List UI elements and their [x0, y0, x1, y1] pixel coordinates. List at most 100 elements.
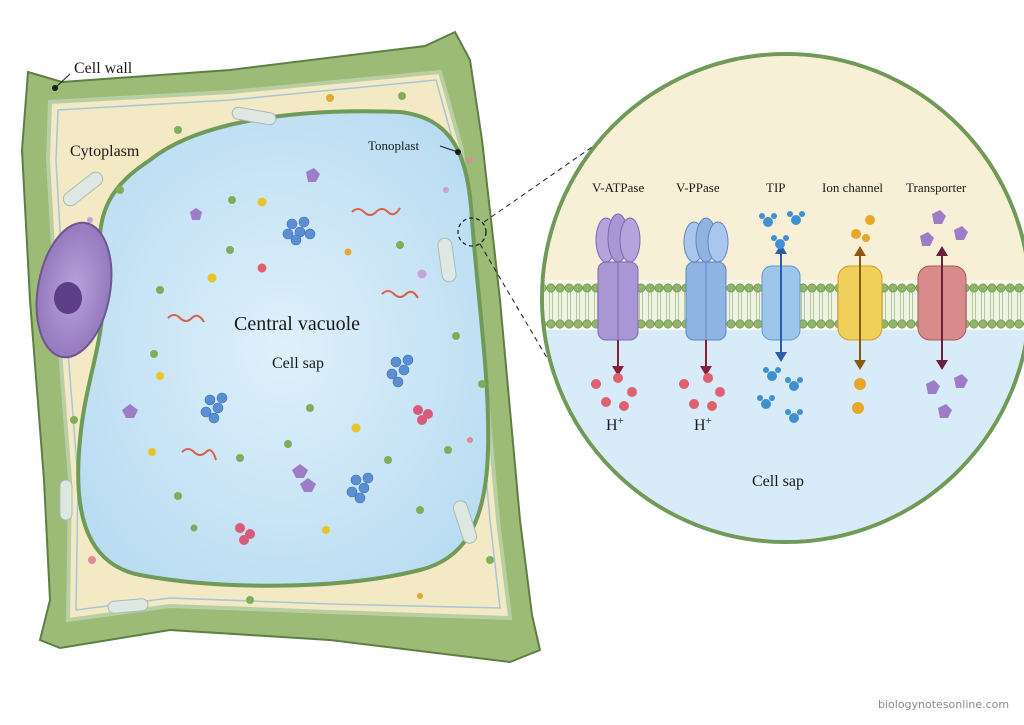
- lipid-head: [663, 319, 673, 329]
- lipid-head: [807, 283, 817, 293]
- lipid-head: [645, 283, 655, 293]
- cytoplasm-label: Cytoplasm: [70, 143, 140, 160]
- lipid-head: [735, 283, 745, 293]
- lipid-tail: [756, 292, 760, 320]
- lipid-tail: [990, 292, 994, 320]
- proton-dots: [591, 373, 725, 411]
- lipid-head: [987, 283, 997, 293]
- lipid-head: [726, 319, 736, 329]
- cell-sap-label: Cell sap: [272, 355, 324, 372]
- lipid-head: [996, 283, 1006, 293]
- lipid-head: [555, 319, 565, 329]
- lipid-head: [753, 319, 763, 329]
- lipid-tail: [576, 292, 580, 320]
- lipid-head: [663, 283, 673, 293]
- lipid-tail: [1017, 292, 1021, 320]
- lipid-tail: [558, 292, 562, 320]
- lipid-head: [546, 283, 556, 293]
- lipid-head: [987, 319, 997, 329]
- lipid-head: [744, 283, 754, 293]
- lipid-head: [816, 283, 826, 293]
- lipid-head: [1014, 283, 1024, 293]
- transporter-protein: [917, 246, 967, 370]
- lipid-head: [888, 319, 898, 329]
- solute-hexagons: [920, 210, 968, 418]
- lipid-head: [672, 283, 682, 293]
- lipid-head: [582, 283, 592, 293]
- lipid-tail: [549, 292, 553, 320]
- lipid-head: [807, 319, 817, 329]
- lipid-tail: [981, 292, 985, 320]
- lipid-tail: [810, 292, 814, 320]
- lipid-head: [672, 319, 682, 329]
- lipid-head: [564, 319, 574, 329]
- watermark: biologynotesonline.com: [878, 698, 1009, 711]
- lipid-head: [735, 319, 745, 329]
- tonoplast-label: Tonoplast: [368, 138, 419, 153]
- lipid-tail: [1008, 292, 1012, 320]
- lipid-head: [1014, 319, 1024, 329]
- lipid-head: [645, 319, 655, 329]
- cytoplasm-organelles: [59, 92, 494, 614]
- protein-label-v-atpase: V-ATPase: [592, 180, 644, 195]
- nucleus-icon: [35, 221, 113, 359]
- lipid-tail: [999, 292, 1003, 320]
- lipid-head: [978, 319, 988, 329]
- lipid-tail: [585, 292, 589, 320]
- water-molecules: [757, 211, 805, 423]
- lipid-tail: [738, 292, 742, 320]
- lipid-head: [825, 283, 835, 293]
- proton-label-v-ppase: H+: [694, 415, 712, 434]
- lipid-head: [969, 283, 979, 293]
- lipid-tail: [729, 292, 733, 320]
- protein-label-ion-channel: Ion channel: [822, 180, 883, 195]
- proton-label-v-atpase: H+: [606, 415, 624, 434]
- lipid-head: [825, 319, 835, 329]
- tip-aquaporin-protein: [761, 244, 801, 362]
- inset-cell-sap-label: Cell sap: [752, 473, 804, 490]
- lipid-head: [744, 319, 754, 329]
- lipid-head: [726, 283, 736, 293]
- v-ppase-protein: [683, 217, 729, 376]
- lipid-head: [582, 319, 592, 329]
- lipid-tail: [891, 292, 895, 320]
- lipid-head: [753, 283, 763, 293]
- lipid-tail: [567, 292, 571, 320]
- lipid-tail: [972, 292, 976, 320]
- lipid-head: [573, 319, 583, 329]
- lipid-head: [906, 319, 916, 329]
- lipid-tail: [828, 292, 832, 320]
- lipid-tail: [747, 292, 751, 320]
- central-vacuole: [76, 109, 491, 588]
- protein-labels: V-ATPase V-PPase TIP Ion channel Transpo…: [592, 180, 967, 195]
- central-vacuole-label: Central vacuole: [234, 313, 360, 335]
- lipid-head: [654, 283, 664, 293]
- lipid-head: [1005, 319, 1015, 329]
- cell-wall-label: Cell wall: [74, 60, 133, 77]
- vacuole-contents: [122, 168, 460, 545]
- lipid-tail: [819, 292, 823, 320]
- lipid-head: [996, 319, 1006, 329]
- lipid-tail: [675, 292, 679, 320]
- ion-dots: [851, 215, 875, 414]
- lipid-head: [969, 319, 979, 329]
- lipid-head: [978, 283, 988, 293]
- ion-channel-protein: [837, 246, 883, 370]
- lipid-tail: [639, 292, 643, 320]
- lipid-head: [555, 283, 565, 293]
- lipid-tail: [648, 292, 652, 320]
- lipid-tail: [900, 292, 904, 320]
- lipid-head: [897, 319, 907, 329]
- lipid-head: [897, 283, 907, 293]
- lipid-head: [654, 319, 664, 329]
- v-atpase-protein: [595, 213, 641, 376]
- protein-label-v-ppase: V-PPase: [676, 180, 720, 195]
- lipid-head: [573, 283, 583, 293]
- lipid-head: [816, 319, 826, 329]
- protein-label-transporter: Transporter: [906, 180, 967, 195]
- lipid-head: [888, 283, 898, 293]
- zoom-region: [457, 217, 487, 247]
- protein-label-tip: TIP: [766, 180, 786, 195]
- lipid-head: [546, 319, 556, 329]
